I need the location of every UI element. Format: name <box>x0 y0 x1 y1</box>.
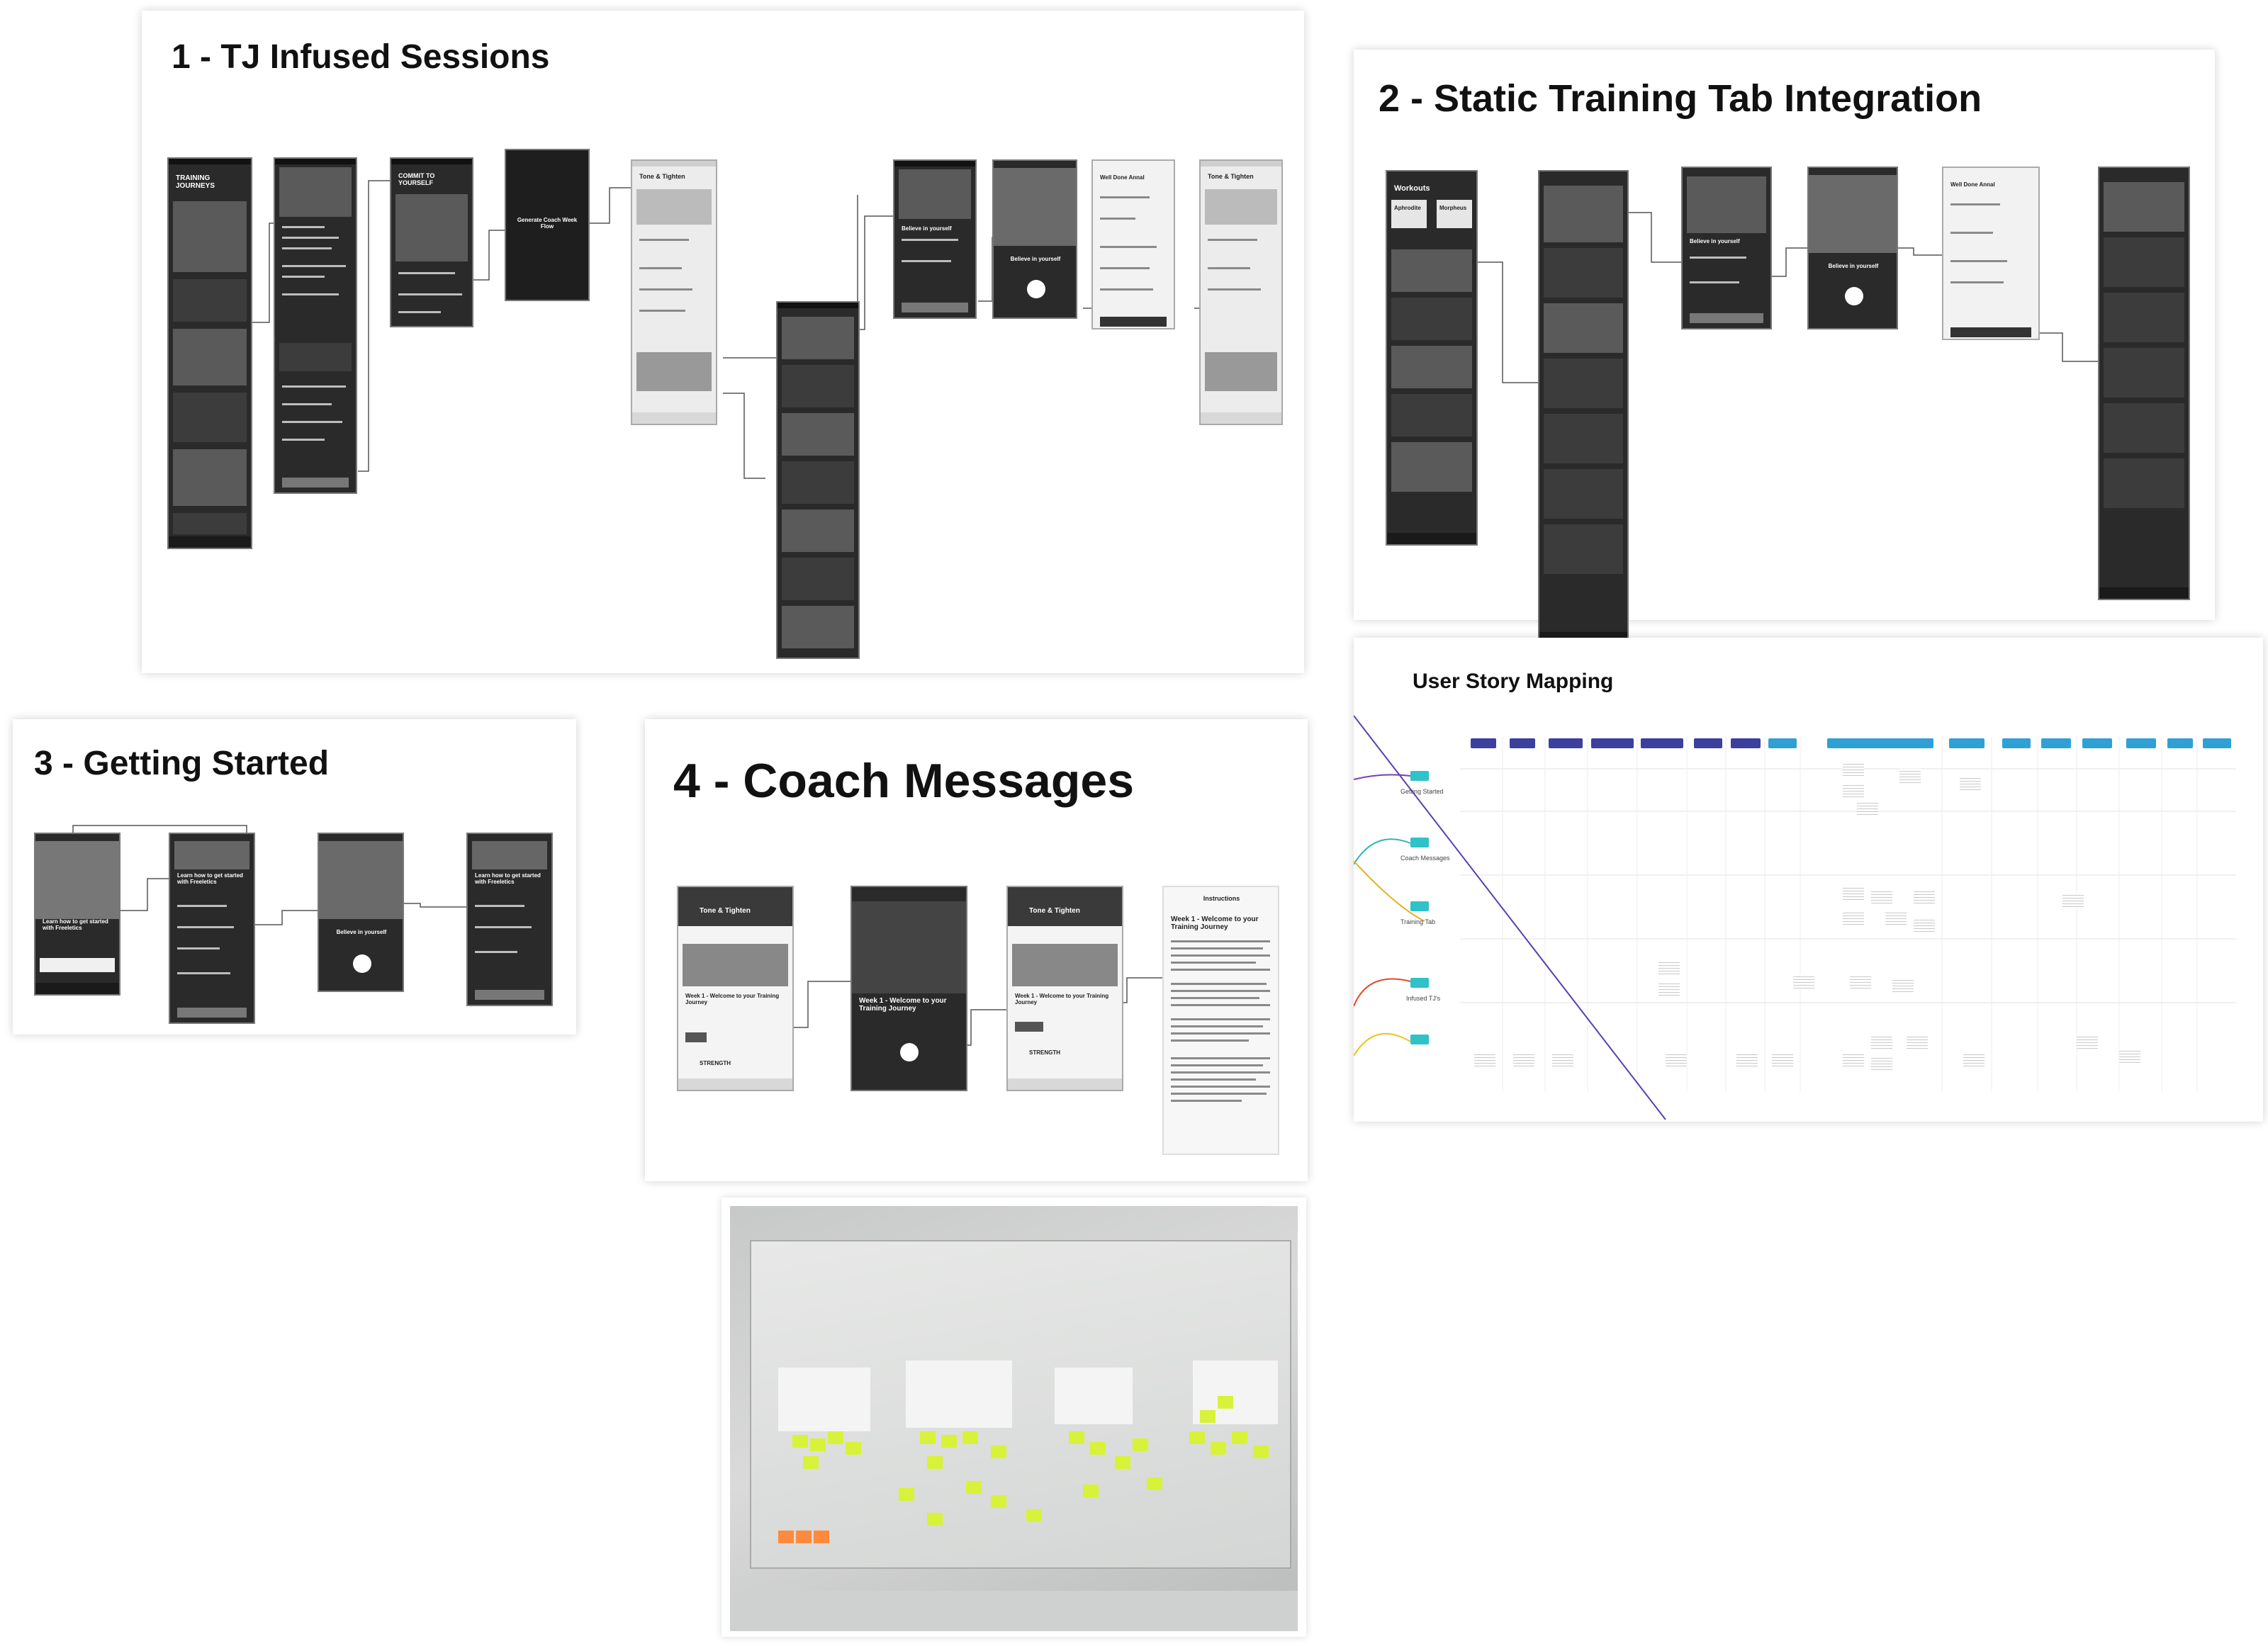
screen-title: Well Done Annal <box>1950 181 1995 188</box>
screen-learn-steps-done[interactable]: Learn how to get started with Freeletics <box>466 833 553 1006</box>
board-getting-started: 3 - Getting Started Learn how to get sta… <box>13 719 576 1035</box>
morpheus-label: Morpheus <box>1439 205 1467 211</box>
screen-title: Workouts <box>1394 184 1430 193</box>
screen-audio-sessions-static-2[interactable] <box>2098 167 2190 600</box>
screen-title: Learn how to get started with Freeletics <box>475 872 541 885</box>
screen-title: COMMIT TO YOURSELF <box>398 172 435 186</box>
play-icon[interactable] <box>900 1043 919 1061</box>
screen-training-journeys[interactable]: TRAINING JOURNEYS <box>167 157 252 549</box>
screen-coach-week[interactable]: Tone & Tighten Week 1 - Welcome to your … <box>677 886 794 1091</box>
usm-grid <box>1354 715 2236 1120</box>
screen-title: Week 1 - Welcome to your Training Journe… <box>859 997 947 1013</box>
screen-generate-coach: Generate Coach Week Flow <box>505 149 590 301</box>
usm-row-label: Infused TJ's <box>1406 995 1441 1002</box>
strength-label: STRENGTH <box>700 1060 731 1066</box>
strength-label: STRENGTH <box>1029 1049 1060 1056</box>
screen-title: Generate Coach Week Flow <box>517 217 578 230</box>
screen-title: Believe in yourself <box>1690 238 1740 244</box>
week-title: Week 1 - Welcome to your Training Journe… <box>685 993 780 1005</box>
screen-audio-sessions-static[interactable] <box>1538 170 1629 645</box>
screen-believe-static[interactable]: Believe in yourself <box>1681 167 1772 329</box>
screen-tone-tighten[interactable]: Tone & Tighten <box>631 159 717 425</box>
board-static-training-tab: 2 - Static Training Tab Integration Work… <box>1354 50 2215 645</box>
screen-learn-intro[interactable]: Learn how to get started with Freeletics <box>34 833 120 996</box>
flow-connectors <box>1478 212 2098 383</box>
screen-tone-tighten-done[interactable]: Tone & Tighten <box>1199 159 1283 425</box>
week-title: Week 1 - Welcome to your Training Journe… <box>1015 993 1109 1005</box>
screen-coach-instructions[interactable]: Instructions Week 1 - Welcome to your Tr… <box>1162 886 1279 1155</box>
screen-title: TRAINING JOURNEYS <box>176 174 215 190</box>
screen-well-done-static[interactable]: Well Done Annal <box>1942 167 2040 340</box>
whiteboard-photo <box>722 1198 1306 1637</box>
screen-audio-sessions[interactable] <box>776 301 860 659</box>
usm-row-label: Coach Messages <box>1400 855 1450 862</box>
section-title: 3 - Getting Started <box>34 745 330 782</box>
usm-row-label: Getting Started <box>1400 788 1444 795</box>
screen-title: Tone & Tighten <box>700 907 751 915</box>
board-user-story-mapping: User Story Mapping <box>1354 638 2263 1122</box>
board-coach-messages: 4 - Coach Messages Tone & Tighten Week 1… <box>645 719 1308 1181</box>
aphrodite-label: Aphrodite <box>1394 205 1421 211</box>
screen-journey-detail[interactable] <box>274 157 357 494</box>
section-title: 4 - Coach Messages <box>673 754 1135 808</box>
flow-connectors <box>72 825 466 925</box>
screen-title: Believe in yourself <box>1010 256 1061 262</box>
screen-coach-player[interactable]: Week 1 - Welcome to your Training Journe… <box>850 886 967 1091</box>
screen-learn-steps[interactable]: Learn how to get started with Freeletics <box>169 833 255 1024</box>
section-title: User Story Mapping <box>1413 670 1614 693</box>
week-title: Week 1 - Welcome to your Training Journe… <box>1171 915 1259 931</box>
play-icon[interactable] <box>353 954 371 973</box>
screen-commit[interactable]: COMMIT TO YOURSELF <box>390 157 473 327</box>
screen-title: Learn how to get started with Freeletics <box>43 918 108 931</box>
screen-believe-detail[interactable]: Believe in yourself <box>893 159 977 319</box>
board-tj-infused-sessions: 1 - TJ Infused Sessions TRAINING JOURNEY… <box>142 11 1304 673</box>
screen-title: Tone & Tighten <box>1029 907 1080 915</box>
screen-title: Instructions <box>1203 895 1240 902</box>
screen-title: Believe in yourself <box>1828 263 1879 269</box>
screen-coach-week-after[interactable]: Tone & Tighten Week 1 - Welcome to your … <box>1006 886 1123 1091</box>
screen-title: Tone & Tighten <box>639 173 685 180</box>
screen-title: Tone & Tighten <box>1208 173 1254 180</box>
play-icon[interactable] <box>1845 287 1863 305</box>
screen-player-static[interactable]: Believe in yourself <box>1807 167 1898 329</box>
usm-row-label: Training Tab <box>1400 918 1436 925</box>
screen-title: Believe in yourself <box>902 225 952 232</box>
screen-title: Learn how to get started with Freeletics <box>177 872 243 885</box>
screen-learn-player[interactable]: Believe in yourself <box>318 833 404 992</box>
section-title: 2 - Static Training Tab Integration <box>1379 77 1982 120</box>
screen-title: Believe in yourself <box>336 929 387 935</box>
screen-audio-player[interactable]: Believe in yourself <box>992 159 1077 319</box>
screen-workouts[interactable]: Workouts Aphrodite Morpheus <box>1386 170 1478 546</box>
screen-title: Well Done Annal <box>1100 174 1145 181</box>
screen-well-done[interactable]: Well Done Annal <box>1091 159 1175 329</box>
play-icon[interactable] <box>1027 280 1045 298</box>
section-title: 1 - TJ Infused Sessions <box>172 38 550 76</box>
